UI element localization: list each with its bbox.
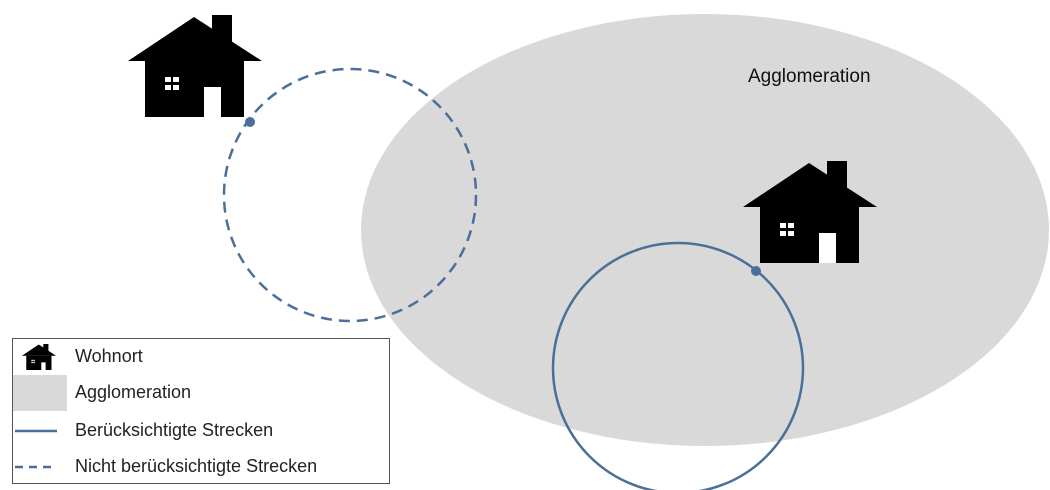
- grey-box-swatch: [13, 375, 67, 411]
- house-icon: [743, 161, 877, 263]
- agglomeration-ellipse: [361, 14, 1049, 446]
- solid-route-circle: [551, 241, 805, 490]
- house-icon: [128, 15, 262, 117]
- dashed-line-swatch: [15, 465, 57, 469]
- solid-line-swatch: [15, 429, 57, 433]
- legend-item-considered-routes: Berücksichtigte Strecken: [13, 413, 389, 447]
- dashed-route-start-point: [245, 117, 255, 127]
- dashed-route-circle: [222, 67, 478, 323]
- legend-label: Nicht berücksichtigte Strecken: [75, 456, 318, 476]
- legend-item-wohnort: Wohnort: [13, 339, 389, 373]
- solid-route-start-point: [751, 266, 761, 276]
- house-icon: [21, 344, 57, 370]
- legend-label: Berücksichtigte Strecken: [75, 420, 274, 440]
- legend-label: Agglomeration: [75, 382, 192, 402]
- legend: Wohnort Agglomeration Berücksichtigte St…: [12, 338, 390, 484]
- legend-label: Wohnort: [75, 346, 143, 366]
- legend-item-not-considered-routes: Nicht berücksichtigte Strecken: [13, 449, 389, 483]
- legend-item-agglomeration: Agglomeration: [13, 375, 389, 411]
- agglomeration-label: Agglomeration: [748, 66, 871, 87]
